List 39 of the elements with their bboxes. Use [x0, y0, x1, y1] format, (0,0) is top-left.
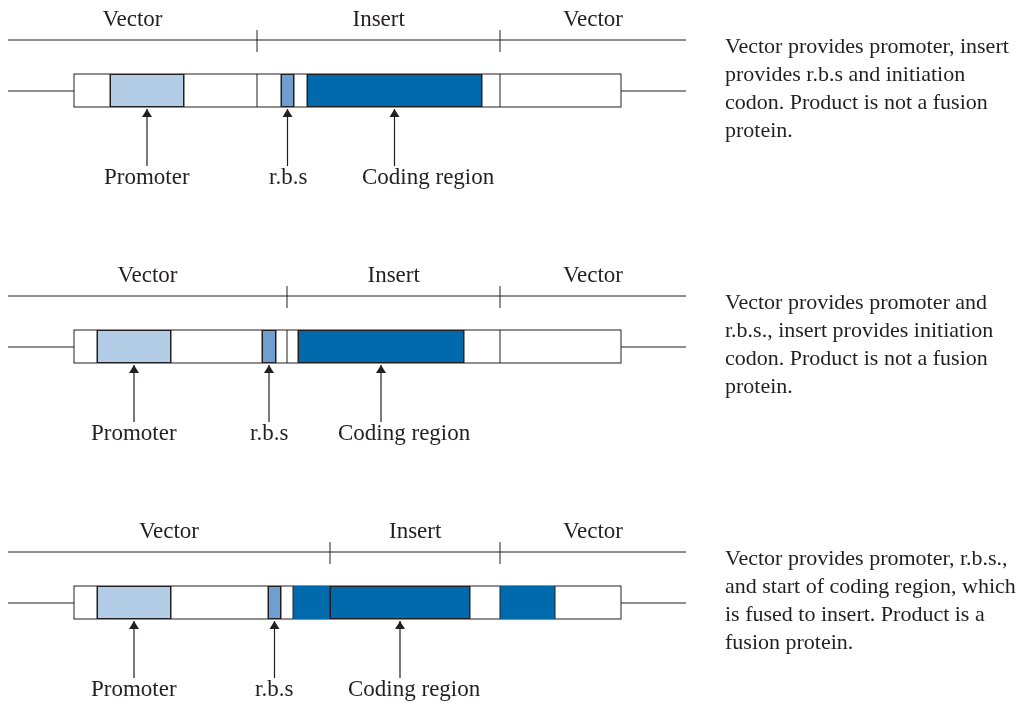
region-label: Vector — [117, 262, 178, 288]
region-label: Vector — [563, 518, 624, 544]
leader-arrow — [269, 620, 280, 679]
leader-arrow — [376, 364, 386, 423]
leader-arrow — [129, 364, 139, 423]
rbs-block — [262, 330, 276, 363]
part-label: Coding region — [338, 420, 471, 446]
leader-arrow — [129, 620, 139, 679]
leader-arrow — [264, 364, 274, 423]
coding-region-block — [330, 586, 470, 619]
description-text: Vector provides promoter, r.b.s., and start of coding region, which is fused to insert. Product is a fusion protein. — [725, 544, 1017, 656]
leader-arrow — [395, 620, 405, 679]
part-label: r.b.s — [250, 420, 289, 446]
leader-arrow — [142, 108, 152, 167]
promoter-block — [97, 586, 171, 619]
region-label: Vector — [563, 262, 624, 288]
part-label: r.b.s — [255, 676, 294, 702]
part-label: Promoter — [91, 420, 177, 446]
region-label: Vector — [139, 518, 200, 544]
rbs-block — [268, 586, 281, 619]
coding-region-block — [298, 330, 464, 363]
promoter-block — [97, 330, 171, 363]
leader-arrow — [389, 108, 400, 167]
part-label: Coding region — [348, 676, 481, 702]
region-label: Insert — [367, 262, 420, 288]
region-label: Vector — [563, 6, 624, 32]
rbs-block — [281, 74, 294, 107]
region-label: Insert — [389, 518, 442, 544]
description-text: Vector provides promoter and r.b.s., insert provides initiation codon. Product is not a fusion protein. — [725, 288, 995, 400]
part-label: Promoter — [91, 676, 177, 702]
part-label: Promoter — [104, 164, 190, 190]
coding-region-block — [307, 74, 482, 107]
part-label: Coding region — [362, 164, 495, 190]
promoter-block — [110, 74, 184, 107]
description-text: Vector provides promoter, insert provides r.b.s and initiation codon. Product is not a fusion protein. — [725, 32, 1010, 144]
part-label: r.b.s — [269, 164, 308, 190]
region-label: Vector — [102, 6, 163, 32]
leader-arrow — [282, 108, 293, 167]
region-label: Insert — [352, 6, 405, 32]
